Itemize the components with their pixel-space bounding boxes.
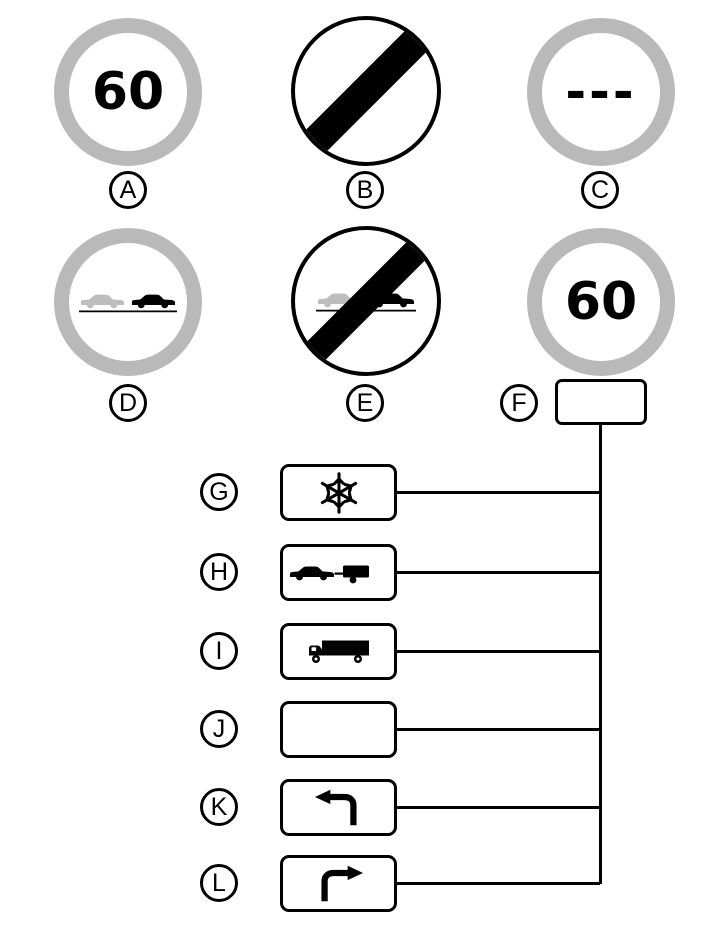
connector-line-k [397,806,600,809]
label-c-text: C [590,175,610,204]
label-b-text: B [356,175,374,204]
sign-f-speed-limit-60: 60 [527,228,675,376]
sign-c-value: --- [565,63,637,121]
sign-a-speed-limit-60: 60 [54,18,202,166]
two-cars-icon [79,294,177,313]
label-l-text: L [212,868,226,897]
option-box-snowflake [280,464,397,521]
label-d: D [109,384,147,422]
label-e-text: E [356,388,374,417]
connector-line-h [397,571,600,574]
label-e: E [346,384,384,422]
sign-e-end-of-no-overtaking [291,226,441,376]
label-d-text: D [118,388,138,417]
label-a: A [109,171,147,209]
truck-icon [308,640,369,663]
option-box-truck [280,623,397,680]
option-box-left-hook-arrow [280,779,397,836]
diagonal-stripe [295,20,437,162]
sign-a-value: 60 [91,62,165,122]
sign-c-dashes: --- [527,18,675,166]
label-j-text: J [212,714,226,743]
answer-box-f [555,379,647,425]
label-f-text: F [511,388,527,417]
option-box-right-turn-arrow [280,855,397,912]
sign-b-end-of-restriction [291,16,441,166]
label-b: B [346,171,384,209]
label-h: H [200,553,238,591]
left-hook-arrow-icon [314,789,357,825]
label-i: I [200,632,238,670]
right-turn-arrow-icon [320,865,363,901]
label-h-text: H [209,557,229,586]
label-k: K [200,788,238,826]
connector-line-g [397,491,600,494]
label-k-text: K [210,792,228,821]
car-towing-trailer-icon [289,565,369,583]
label-c: C [581,171,619,209]
label-g-text: G [209,477,229,506]
label-g: G [200,473,238,511]
sign-f-value: 60 [564,272,638,332]
connector-line-j [397,728,600,731]
option-box-empty [280,701,397,758]
label-j: J [200,710,238,748]
connector-vertical-line [599,424,602,884]
snowflake-icon [318,471,359,514]
connector-line-i [397,650,600,653]
connector-line-l [397,882,600,885]
label-a-text: A [119,175,137,204]
option-box-car-towing-trailer [280,544,397,601]
sign-d-no-overtaking [54,228,202,376]
label-i-text: I [215,636,223,665]
label-l: L [200,864,238,902]
label-f: F [500,384,538,422]
